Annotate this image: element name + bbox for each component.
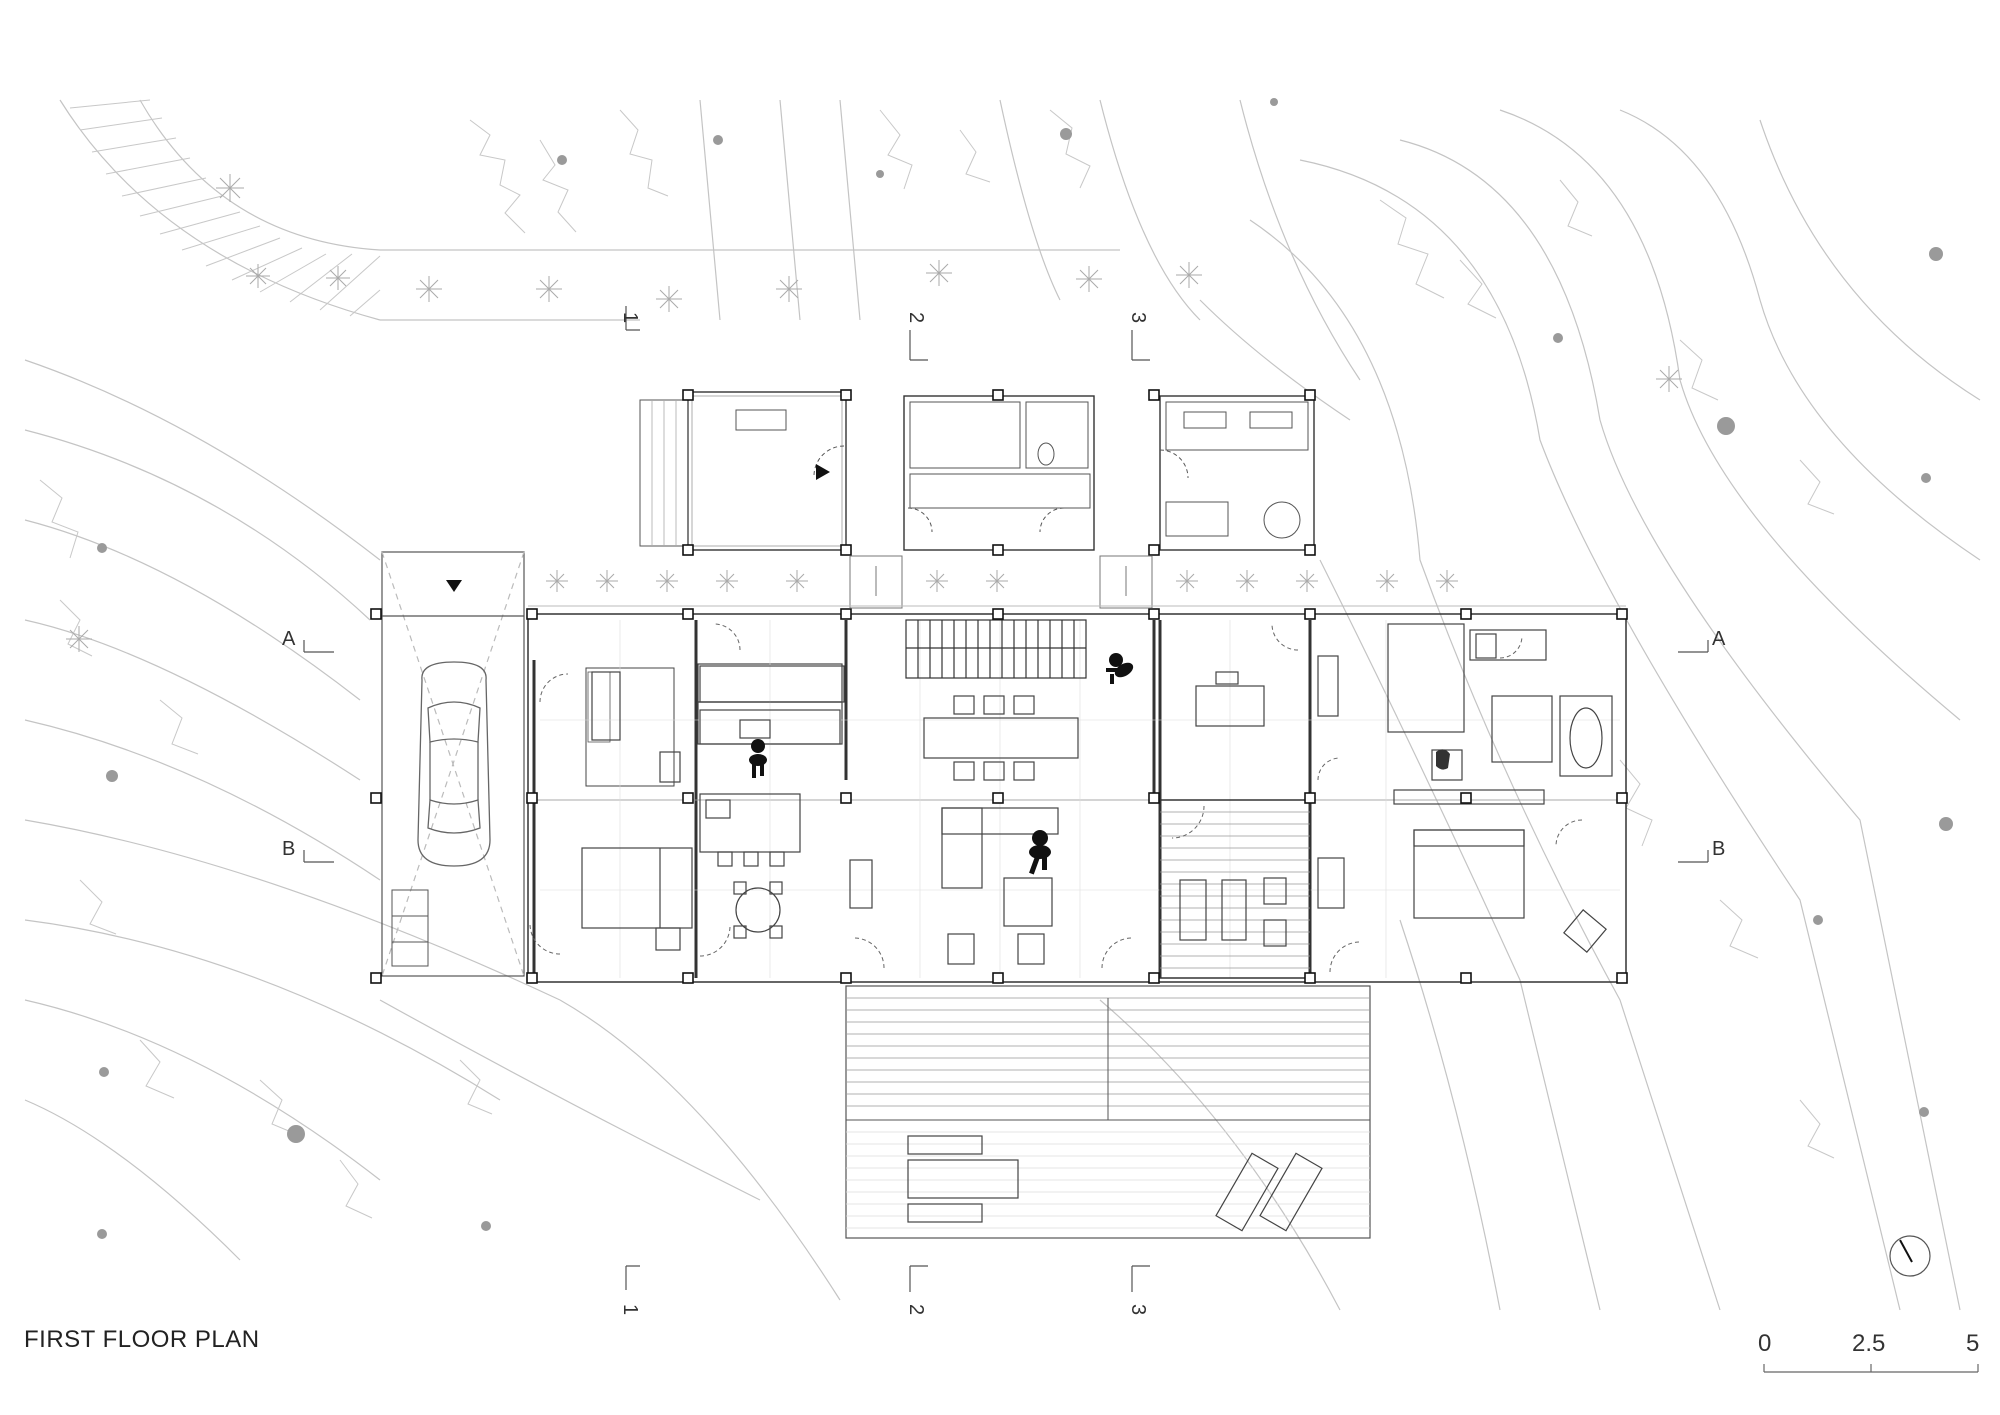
person-icon [1436,749,1450,770]
star-plants [66,174,1682,652]
entry-triangle-icon [816,464,830,480]
entry-triangle-icon [446,580,462,592]
scale-bar [1763,1364,1979,1373]
kitchen [699,665,845,867]
grid-axis-2-top: 2 [905,311,928,324]
carport [381,551,525,977]
person-icon [1029,830,1051,875]
scale-label-start: 0 [1758,1330,1772,1357]
master-suite [1317,623,1613,953]
staircase [905,619,1087,679]
left-bedroom [581,671,693,951]
person-icon [749,739,767,778]
living-sofa [849,807,1059,965]
section-marker-a-right: A [1712,628,1726,650]
door-swings [529,623,1583,973]
carport-storage [391,889,429,967]
scale-label-end: 5 [1966,1330,1980,1357]
structural-columns [370,389,1628,984]
office-desk [1195,671,1265,727]
grid-axis-2-bottom: 2 [905,1303,928,1316]
section-marker-b-left: B [282,838,296,860]
dining-table [923,695,1079,781]
landscape-stairs [69,99,381,317]
person-icon [1106,653,1134,684]
section-marker-a-left: A [282,628,296,650]
landscape-contours [24,99,1981,1311]
grid-axis-1-top: 1 [619,311,642,324]
landscape-foliage [39,109,1835,1219]
walkway-steps [528,555,1626,609]
page-title: FIRST FLOOR PLAN [24,1326,260,1353]
scale-label-mid: 2.5 [1852,1330,1886,1357]
car-icon [417,661,491,867]
tree-dots [97,98,1953,1239]
grid-axis-3-top: 3 [1127,311,1150,324]
grid-axis-1-bottom: 1 [619,1303,642,1316]
section-marker-b-right: B [1712,838,1726,860]
grid-axis-3-bottom: 3 [1127,1303,1150,1316]
section-marker-lines [303,306,1709,1292]
deck-room [1159,799,1311,979]
round-table [733,881,783,939]
north-arrow-icon [1889,1235,1931,1277]
north-volumes [639,391,1315,551]
south-terrace [845,985,1371,1239]
